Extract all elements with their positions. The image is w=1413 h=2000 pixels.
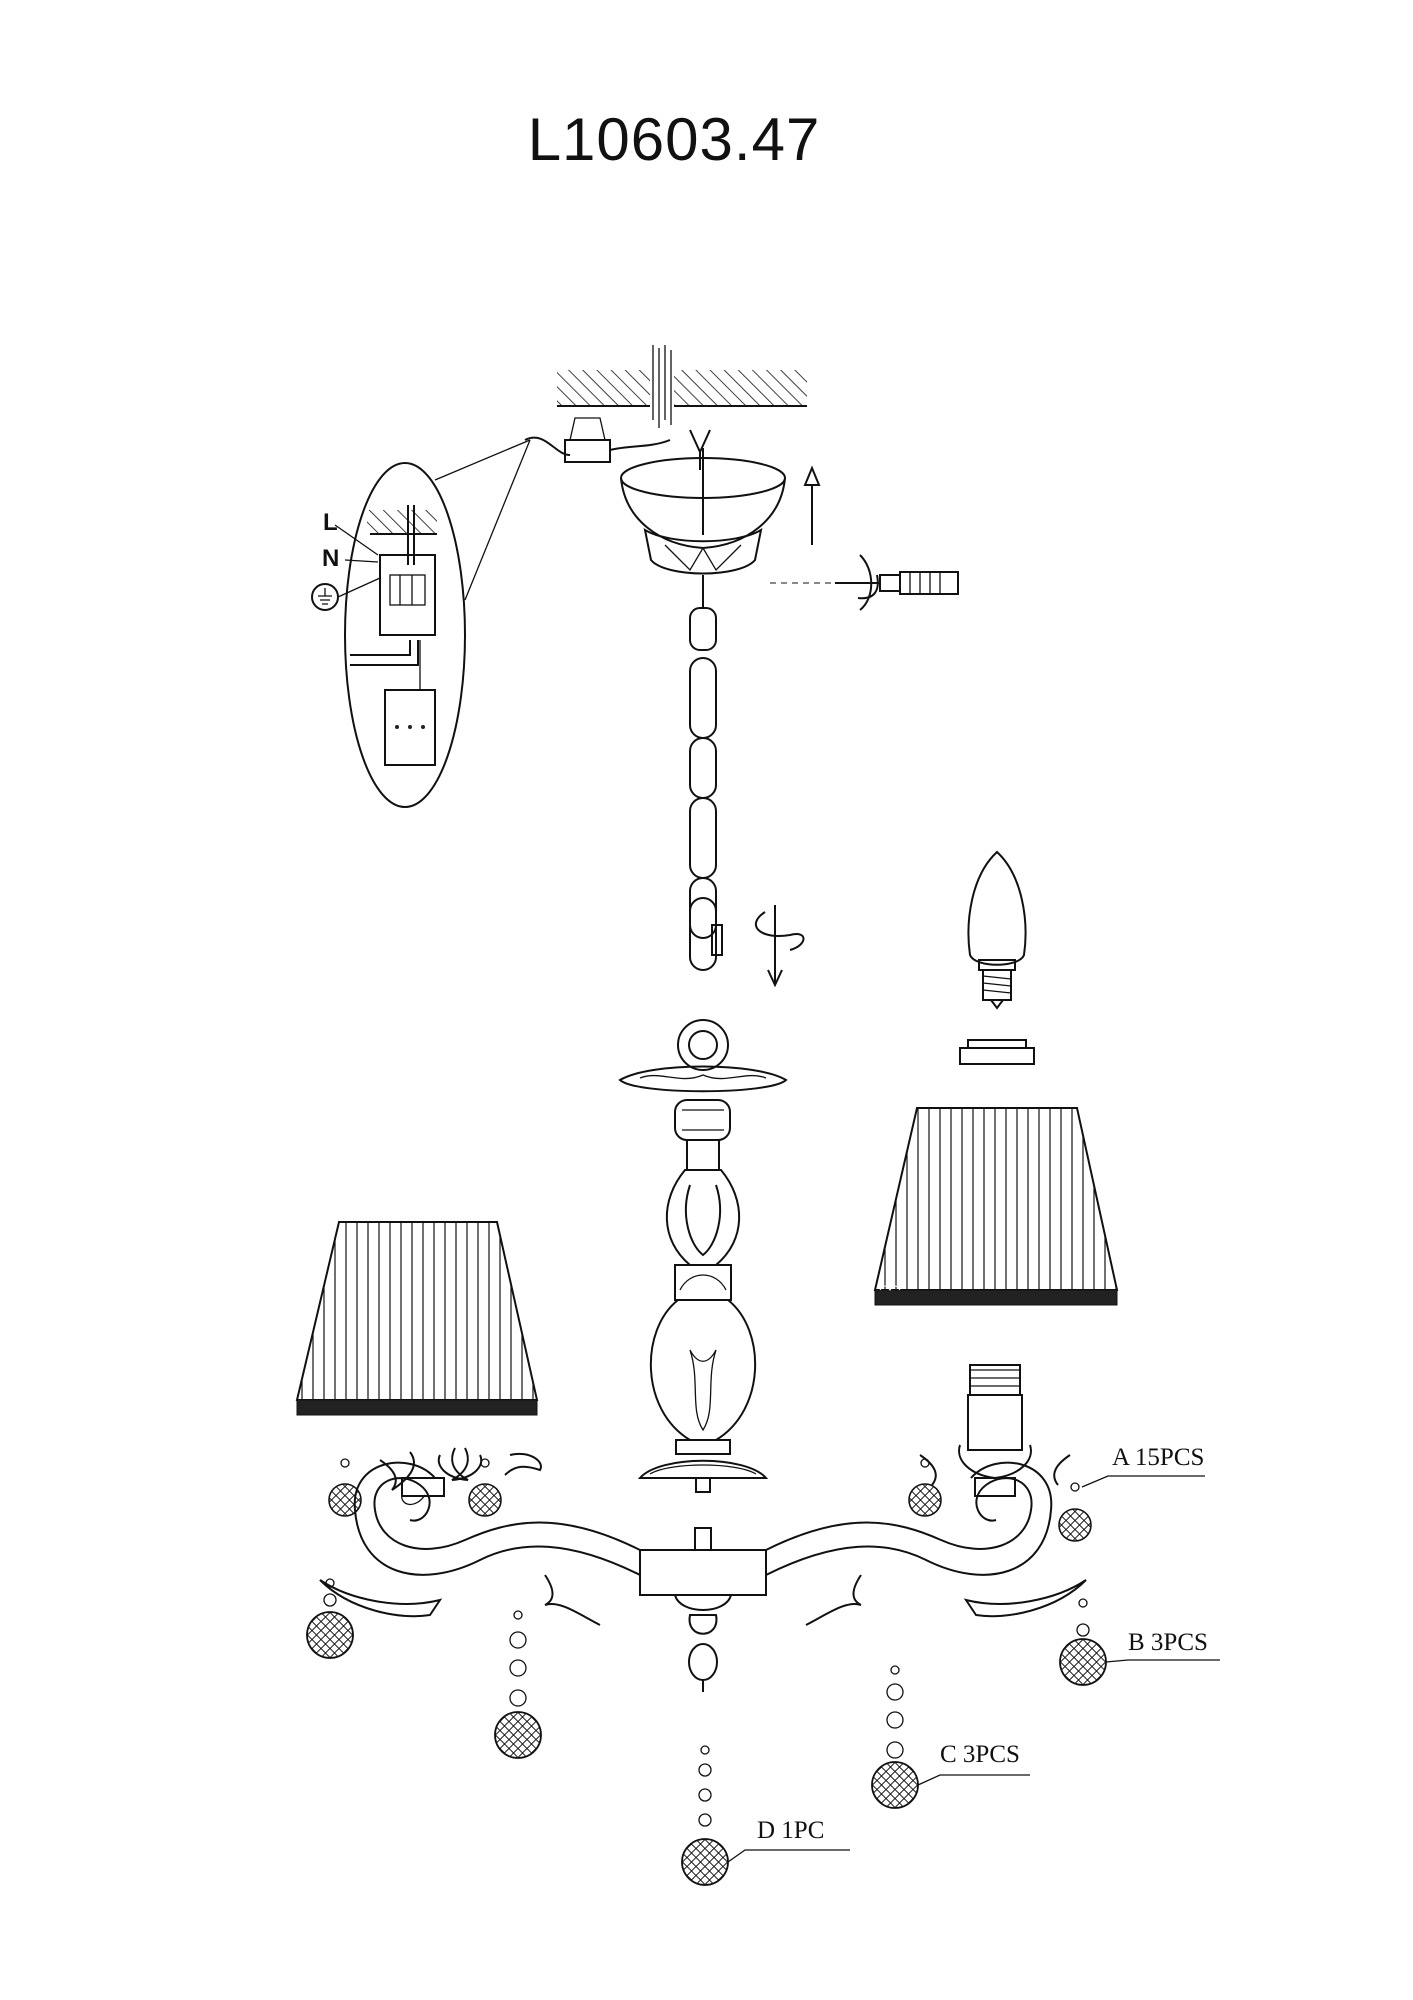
chain [689, 607, 723, 971]
terminal-block [524, 417, 671, 463]
bulb-icon [959, 850, 1035, 1065]
svg-text:D 1PC: D 1PC [757, 1817, 824, 1844]
arms [319, 1461, 1087, 1692]
ceiling [557, 345, 807, 428]
up-arrow-icon [803, 465, 821, 545]
crystals-a [328, 1458, 1092, 1542]
part-label-c: C 3PCS [917, 1741, 1030, 1786]
part-label-b: B 3PCS [1105, 1629, 1220, 1663]
part-label-a: A 15PCS [1081, 1444, 1205, 1488]
screwdriver-icon [770, 554, 959, 611]
cup-right [919, 1364, 1071, 1497]
central-column [618, 1019, 788, 1493]
shade-left [295, 1221, 539, 1416]
svg-text:A 15PCS: A 15PCS [1112, 1444, 1204, 1471]
rotate-icon [754, 905, 805, 988]
crystals-c [494, 1610, 919, 1809]
canopy [620, 429, 786, 608]
model-title: L10603.47 [527, 106, 821, 173]
svg-text:B 3PCS: B 3PCS [1128, 1629, 1208, 1656]
wiring-callout: L N [311, 439, 531, 808]
crystals-d [681, 1745, 729, 1886]
cup-left [379, 1447, 542, 1497]
part-label-d: D 1PC [727, 1817, 850, 1863]
svg-text:C 3PCS: C 3PCS [940, 1741, 1020, 1768]
wire-label-neutral: N [322, 545, 339, 572]
wire-label-live: L [323, 509, 338, 536]
crystals-b [306, 1578, 1107, 1686]
shade-right-detached [873, 1107, 1119, 1306]
